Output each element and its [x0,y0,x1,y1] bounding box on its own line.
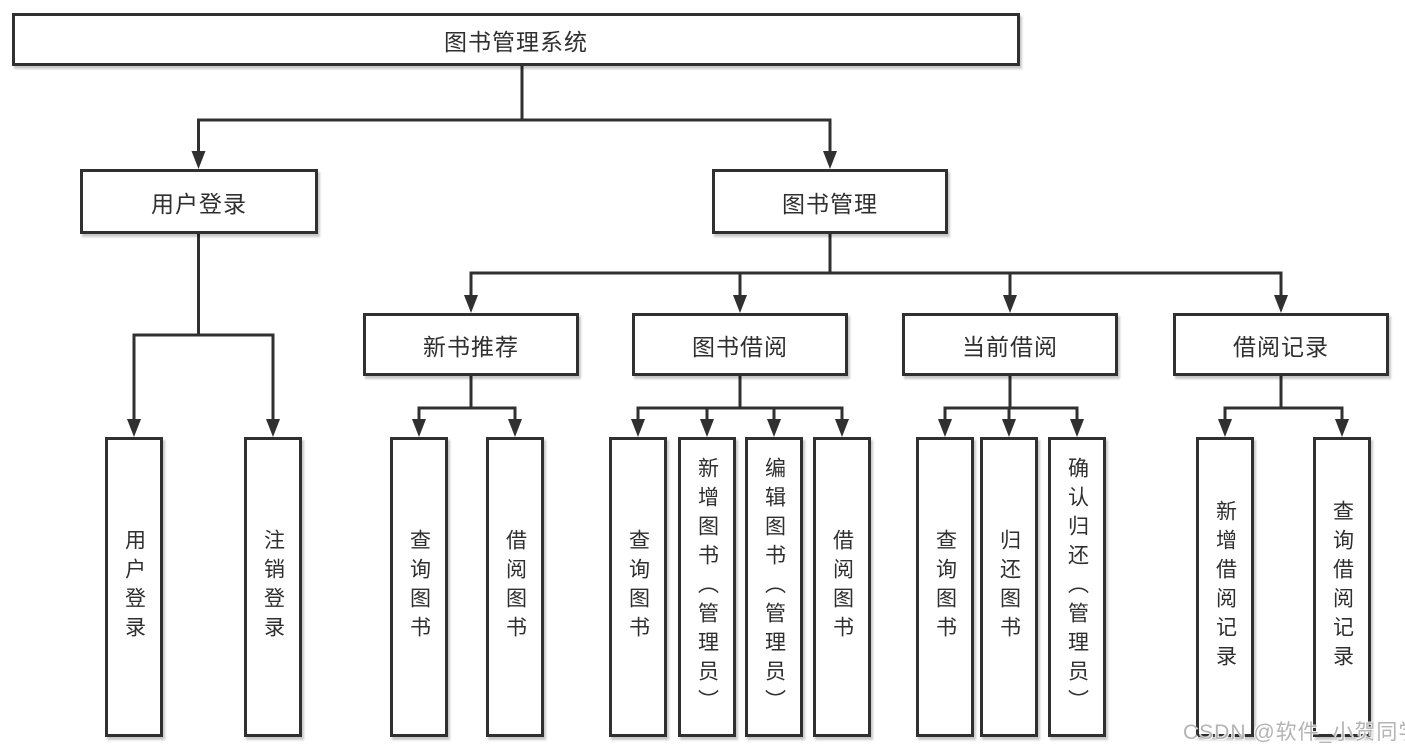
leaf-borrow-books-borrowing: 借阅图书 [813,437,871,737]
arrowhead [127,419,141,437]
connector-line [1223,374,1344,422]
leaf-query-books-borrowing: 查询图书 [609,437,667,737]
connector-line [417,374,517,422]
leaf-user-login: 用户登录 [105,437,163,737]
node-root-system: 图书管理系统 [12,13,1020,66]
node-book-borrowing: 图书借阅 [632,313,848,376]
arrowhead [191,151,206,169]
arrowhead [938,419,952,437]
leaf-label: 编辑图书（管理员） [762,456,786,718]
arrowhead [412,419,426,437]
connector-line [943,374,1079,422]
connector-borrowing-records [1218,374,1349,437]
leaf-label: 新增借阅记录 [1213,500,1237,674]
leaf-label: 新增图书（管理员） [695,456,719,718]
leaf-query-books-recommend: 查询图书 [390,437,448,737]
leaf-label: 查询图书 [407,529,431,645]
arrowhead [767,419,781,437]
node-current-borrowing: 当前借阅 [902,313,1118,376]
leaf-label: 查询图书 [933,529,957,645]
leaf-label: 用户登录 [122,529,146,645]
connector-user-login [127,232,280,437]
leaf-query-borrow-record: 查询借阅记录 [1313,437,1371,737]
leaf-label: 查询借阅记录 [1330,500,1354,674]
arrowhead [835,419,849,437]
leaf-add-books-admin: 新增图书（管理员） [678,437,736,737]
connector-book-borrowing [631,374,849,437]
connector-line [469,232,1283,298]
arrowhead [700,419,714,437]
leaf-confirm-return-admin: 确认归还（管理员） [1048,437,1106,737]
connector-current-borrowing [938,374,1084,437]
leaf-label: 注销登录 [261,529,285,645]
node-new-book-recommend: 新书推荐 [363,313,579,376]
connector-new-book-recommend [412,374,522,437]
arrowhead [266,419,280,437]
leaf-query-books-current: 查询图书 [916,437,974,737]
leaf-logout: 注销登录 [244,437,302,737]
node-user-login: 用户登录 [80,169,318,234]
connector-line [132,232,275,422]
arrowhead [1070,419,1084,437]
arrowhead [508,419,522,437]
leaf-label: 借阅图书 [830,529,854,645]
arrowhead [464,295,478,313]
leaf-label: 借阅图书 [503,529,527,645]
arrowhead [1002,419,1016,437]
node-book-management: 图书管理 [712,169,948,234]
leaf-edit-books-admin: 编辑图书（管理员） [745,437,803,737]
connector-line [636,374,844,422]
arrowhead [631,419,645,437]
arrowhead [1218,419,1232,437]
arrowhead [823,151,837,169]
arrowhead [1335,419,1349,437]
connector-line [197,64,832,154]
arrowhead [733,295,747,313]
leaf-label: 查询图书 [626,529,650,645]
leaf-borrow-books-recommend: 借阅图书 [486,437,544,737]
watermark: CSDN @软件_小贺同学 [1183,721,1405,744]
leaf-add-borrow-record: 新增借阅记录 [1196,437,1254,737]
leaf-label: 确认归还（管理员） [1065,456,1089,718]
connector-book-management [464,232,1288,313]
arrowhead [1274,295,1288,313]
connector-root [191,64,837,169]
leaf-return-books: 归还图书 [980,437,1038,737]
node-borrowing-records: 借阅记录 [1173,313,1389,376]
arrowhead [1003,295,1017,313]
leaf-label: 归还图书 [997,529,1021,645]
